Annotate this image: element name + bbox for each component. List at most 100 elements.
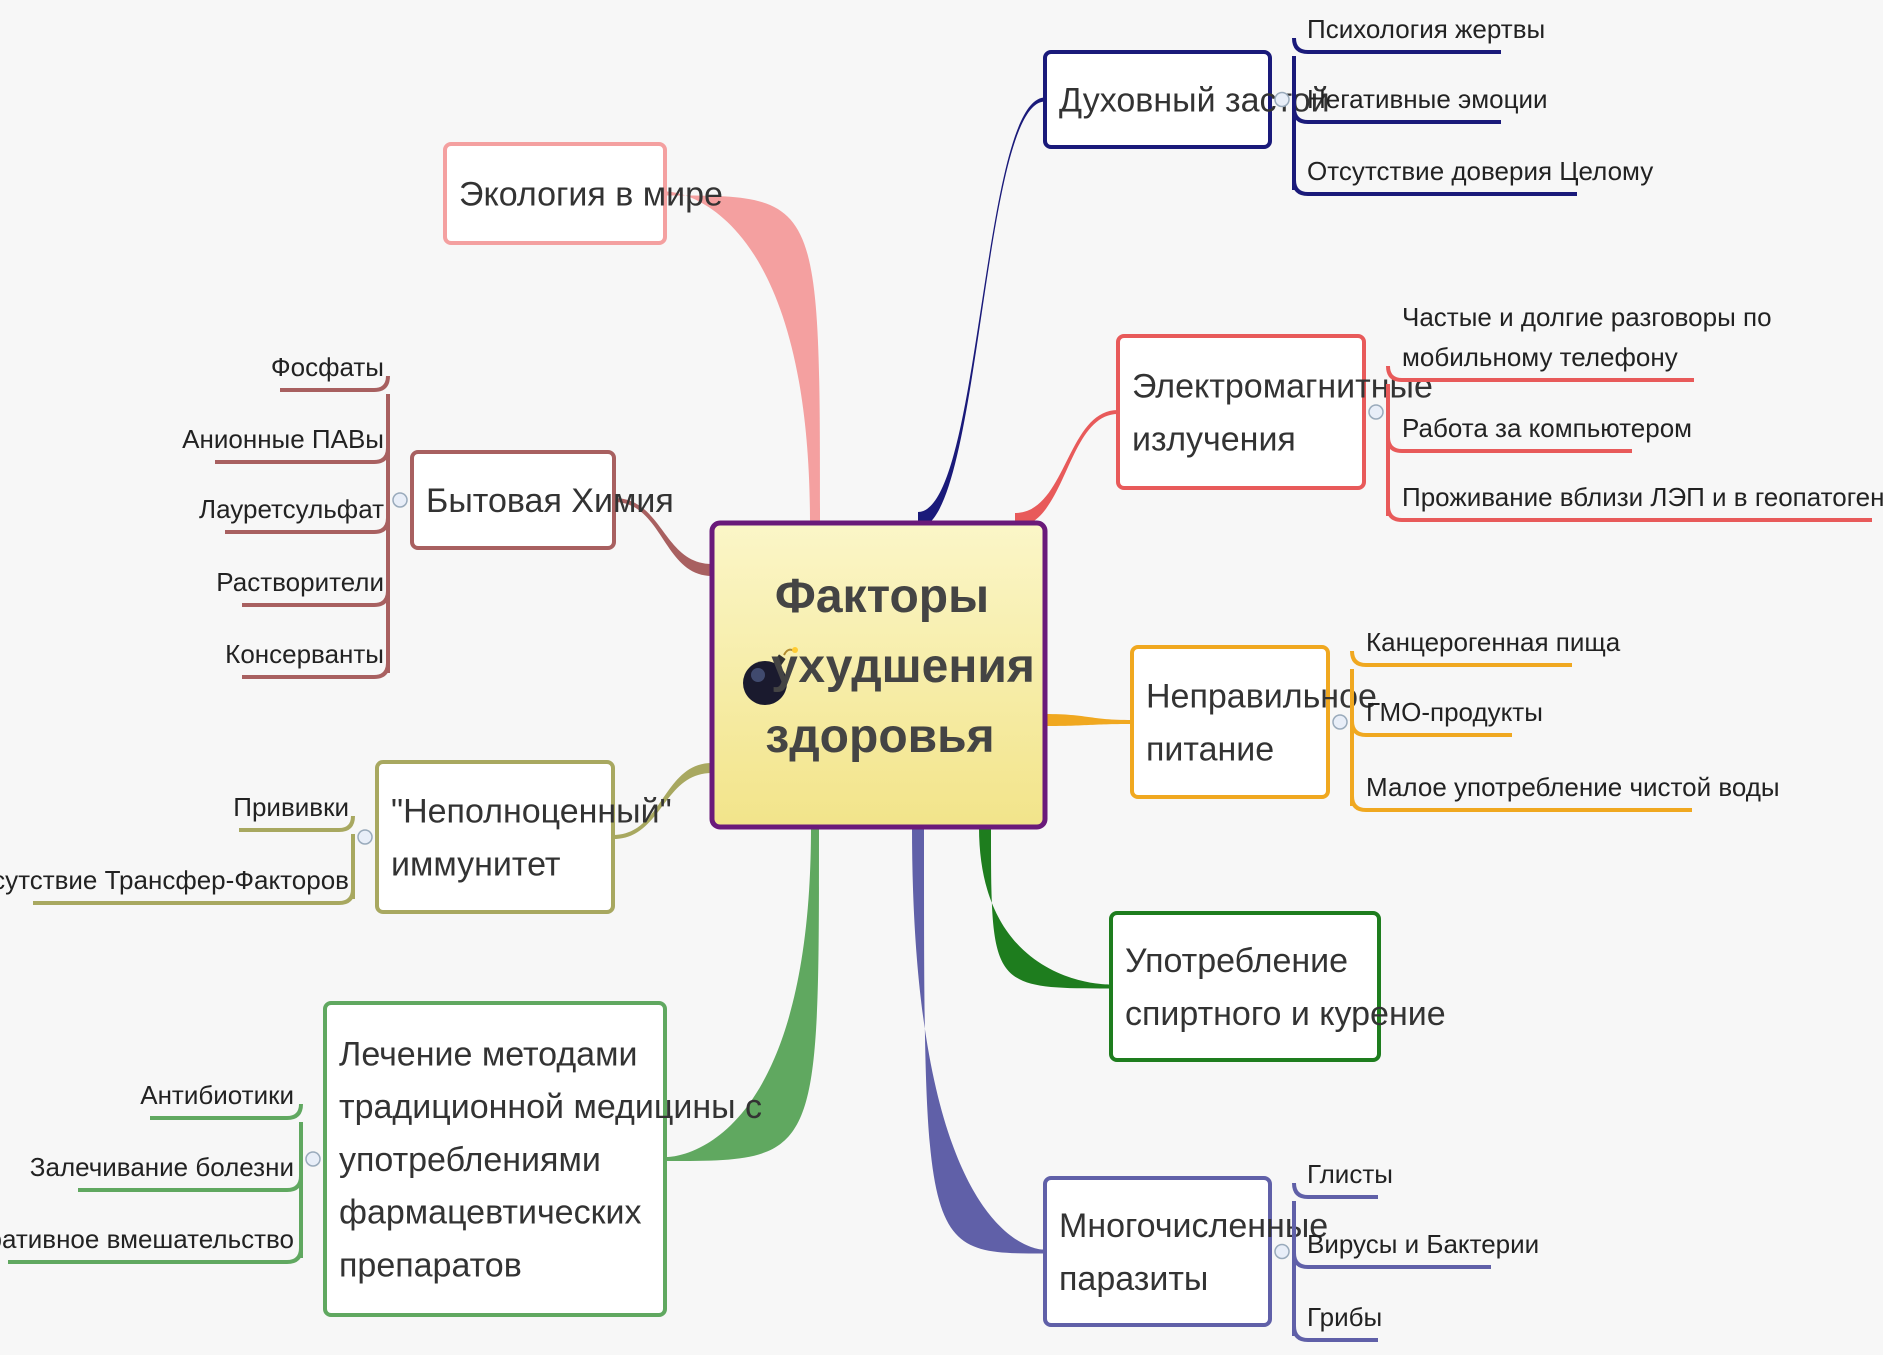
branch-node-immunity[interactable]: "Неполноценный" иммунитет ПрививкиОтсутств…: [0, 760, 672, 914]
leaf-label: Негативные эмоции: [1307, 84, 1548, 114]
leaf-medicine-1[interactable]: Залечивание болезни: [30, 1152, 303, 1192]
leaf-underline: [1386, 505, 1872, 522]
branch-connectors: [613, 97, 1132, 1254]
branch-label: Многочисленные: [1059, 1207, 1328, 1245]
leaf-emf-1[interactable]: Работа за компьютером: [1386, 413, 1692, 453]
leaf-chemistry-3[interactable]: Растворители: [216, 567, 390, 607]
leaf-chemistry-0[interactable]: Фосфаты: [271, 352, 390, 392]
collapse-toggle[interactable]: [305, 1151, 321, 1167]
leaf-emf-2[interactable]: Проживание вблизи ЛЭП и в геопатогенных …: [1386, 482, 1883, 522]
branch-connector: [1045, 714, 1132, 726]
leaf-underline: [215, 447, 390, 464]
branch-label: фармацевтических: [339, 1194, 641, 1232]
central-topic[interactable]: Факторы ухудшения здоровья: [709, 520, 1048, 830]
branch-connector: [918, 97, 1045, 528]
central-box: [709, 520, 1048, 830]
leaf-immunity-1[interactable]: Отсутствие Трансфер-Факторов: [0, 865, 355, 905]
branch-connector: [613, 763, 712, 839]
leaf-label: Прививки: [233, 792, 349, 822]
leaf-medicine-2[interactable]: Оперативное вмешательство: [0, 1224, 303, 1264]
leaf-underline: [1386, 365, 1694, 382]
bomb-cap: [773, 654, 786, 667]
leaf-chemistry-2[interactable]: Лауретсульфат: [199, 494, 390, 534]
leaf-chemistry-4[interactable]: Консерванты: [225, 639, 390, 679]
leaf-underline: [33, 888, 355, 905]
leaf-underline: [1292, 1252, 1491, 1269]
collapse-toggle[interactable]: [1274, 1243, 1290, 1260]
leaf-underline: [242, 590, 390, 607]
leaf-nutrition-0[interactable]: Канцерогенная пища: [1350, 627, 1621, 667]
collapse-toggle[interactable]: [392, 492, 408, 508]
leaf-parasites-2[interactable]: Грибы: [1292, 1302, 1382, 1342]
leaf-underline: [1292, 1325, 1378, 1342]
leaf-underline: [1292, 179, 1577, 196]
branch-label: излучения: [1132, 420, 1296, 458]
leaf-underline: [225, 517, 390, 534]
branch-label: иммунитет: [391, 845, 560, 883]
bomb-icon: [743, 647, 798, 705]
leaf-label: ГМО-продукты: [1366, 697, 1543, 727]
central-label: Факторы: [775, 570, 989, 623]
leaf-label: Грибы: [1307, 1302, 1382, 1332]
branch-connector: [979, 827, 1109, 989]
leaf-underline: [1292, 107, 1501, 124]
branch-label: спиртного и курение: [1125, 995, 1446, 1033]
branch-node-medicine[interactable]: Лечение методами традиционной медицины с у…: [0, 1001, 762, 1317]
leaf-underline: [242, 662, 390, 679]
collapse-toggle[interactable]: [1368, 404, 1384, 420]
leaf-nutrition-2[interactable]: Малое употребление чистой воды: [1350, 772, 1780, 812]
collapse-toggle[interactable]: [357, 829, 373, 845]
branch-label: Бытовая Химия: [426, 482, 674, 520]
leaf-label: Анионные ПАВы: [182, 424, 384, 454]
leaf-spiritual-0[interactable]: Психология жертвы: [1292, 14, 1545, 54]
branch-box: [1116, 334, 1366, 490]
branch-label: употреблениями: [339, 1141, 601, 1179]
leaf-label: Частые и долгие разговоры по: [1402, 302, 1772, 332]
leaf-parasites-1[interactable]: Вирусы и Бактерии: [1292, 1229, 1539, 1269]
collapse-toggle[interactable]: [1332, 714, 1348, 730]
collapse-toggle[interactable]: [1274, 91, 1290, 108]
leaf-immunity-0[interactable]: Прививки: [233, 792, 355, 832]
branch-connector: [667, 827, 819, 1161]
leaf-label: Работа за компьютером: [1402, 413, 1692, 443]
branch-label: Лечение методами: [339, 1036, 637, 1074]
branch-label: питание: [1146, 730, 1274, 768]
leaf-spiritual-2[interactable]: Отсутствие доверия Целому: [1292, 156, 1653, 196]
central-label: ухудшения: [771, 640, 1035, 693]
leaf-label: Проживание вблизи ЛЭП и в геопатогенных …: [1402, 482, 1883, 512]
branch-box: [1043, 50, 1272, 149]
leaf-label: Консерванты: [225, 639, 384, 669]
leaf-parasites-0[interactable]: Глисты: [1292, 1159, 1393, 1199]
bomb-spark: [792, 647, 798, 653]
leaf-underline: [1350, 720, 1512, 737]
leaf-label: Вирусы и Бактерии: [1307, 1229, 1539, 1259]
leaf-underline: [239, 815, 355, 832]
leaf-underline: [1386, 436, 1632, 453]
leaf-chemistry-1[interactable]: Анионные ПАВы: [182, 424, 390, 464]
branch-box: [375, 760, 615, 914]
leaf-label: Отсутствие Трансфер-Факторов: [0, 865, 349, 895]
branch-label: Неправильное: [1146, 678, 1377, 716]
leaf-label: Антибиотики: [140, 1080, 294, 1110]
branch-node-nutrition[interactable]: Неправильное питание Канцерогенная пищаГМО…: [1130, 627, 1780, 812]
branch-connector: [614, 498, 712, 576]
branch-node-ecology[interactable]: Экология в мире: [443, 142, 723, 245]
branch-label: традиционной медицины с: [339, 1088, 762, 1126]
leaf-label: Малое употребление чистой воды: [1366, 772, 1780, 802]
leaf-nutrition-1[interactable]: ГМО-продукты: [1350, 697, 1543, 737]
branch-label: "Неполноценный": [391, 793, 672, 831]
branch-box: [443, 142, 667, 245]
leaf-medicine-0[interactable]: Антибиотики: [140, 1080, 303, 1120]
leaf-spiritual-1[interactable]: Негативные эмоции: [1292, 84, 1548, 124]
central-label: здоровья: [765, 710, 994, 763]
leaf-label: Отсутствие доверия Целому: [1307, 156, 1653, 186]
branch-box: [1043, 1176, 1272, 1327]
